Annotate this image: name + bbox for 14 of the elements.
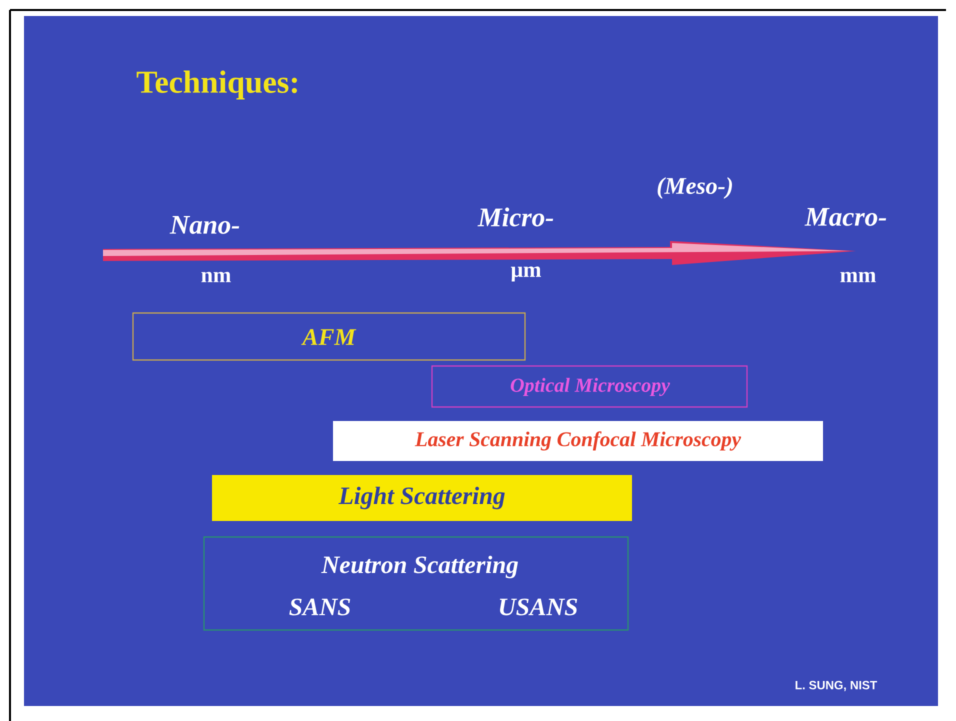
scale-label: (Meso-) <box>658 177 732 199</box>
technique-box: AFM <box>132 312 526 361</box>
scale-label: Nano- <box>170 216 240 234</box>
technique-box: Optical Microscopy <box>431 365 748 408</box>
credit-text: L. SUNG, NIST <box>796 680 878 692</box>
scale-label: Macro- <box>804 208 886 226</box>
technique-box: Laser Scanning Confocal Microscopy <box>333 421 823 461</box>
scale-label: μm <box>510 266 541 282</box>
title: Techniques: <box>136 70 297 100</box>
technique-box: Neutron Scattering SANS USANS <box>203 536 629 631</box>
scale-label: mm <box>840 272 876 282</box>
scale-label: Micro- <box>478 208 554 226</box>
scale-label: nm <box>201 272 231 282</box>
technique-box: Light Scattering <box>212 475 632 521</box>
